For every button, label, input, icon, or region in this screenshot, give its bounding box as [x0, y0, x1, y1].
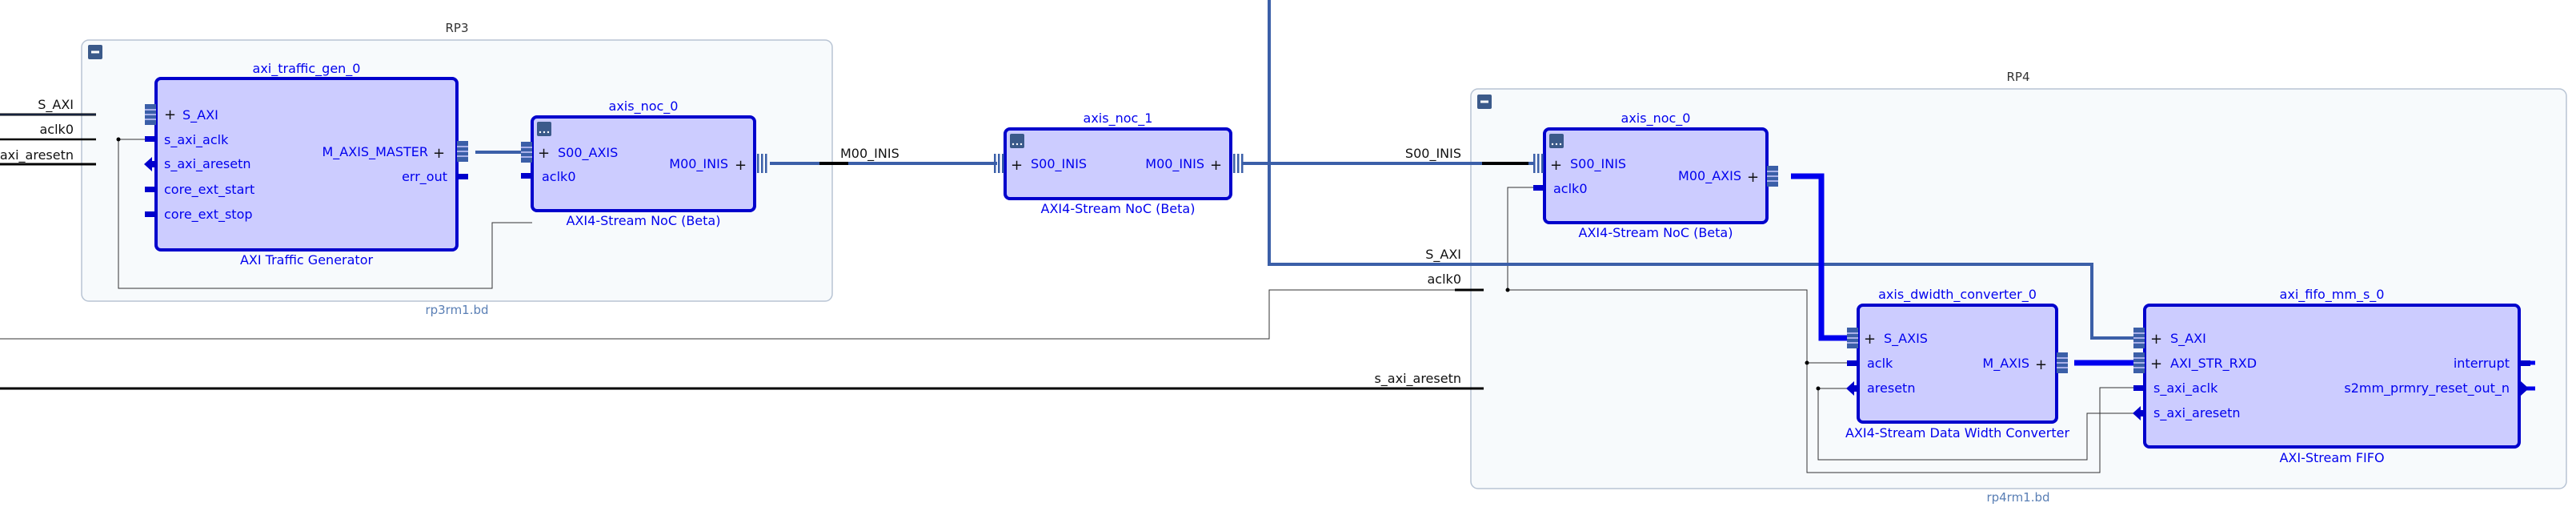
port-label: M00_INIS: [669, 156, 728, 172]
pin[interactable]: [145, 187, 156, 192]
block-instance-name: axis_noc_0: [609, 99, 679, 115]
junction-dots: [116, 137, 1821, 391]
port-label: aclk0: [1553, 181, 1588, 196]
pin[interactable]: [2133, 385, 2145, 391]
plus-icon[interactable]: +: [1550, 157, 1562, 174]
block-instance-name: axi_traffic_gen_0: [253, 61, 361, 77]
port-label: aclk: [1867, 356, 1893, 371]
port-label: S_AXIS: [1884, 331, 1928, 347]
plus-icon[interactable]: +: [735, 157, 747, 174]
block-axi-traffic-gen[interactable]: axi_traffic_gen_0 AXI Traffic Generator …: [144, 61, 468, 268]
port-label: M00_AXIS: [1678, 168, 1741, 184]
reset-pin[interactable]: [2133, 406, 2141, 420]
pin[interactable]: [2519, 360, 2530, 366]
net-label-aclk0-rp4: aclk0: [1428, 272, 1462, 287]
noc-port-icon: [1533, 154, 1544, 173]
block-settings-icon[interactable]: [1010, 134, 1024, 148]
port-label: aclk0: [542, 169, 576, 184]
plus-icon[interactable]: +: [2150, 356, 2162, 372]
port-label: S00_INIS: [1570, 156, 1626, 172]
hierarchy-rp3-title: RP3: [445, 21, 468, 35]
block-instance-name: axi_fifo_mm_s_0: [2280, 287, 2385, 303]
block-type-label: AXI4-Stream NoC (Beta): [1579, 225, 1733, 240]
net-label-aresetn-rp3: axi_aresetn: [0, 147, 74, 163]
net-label-s00-inis: S00_INIS: [1405, 146, 1461, 162]
port-label: M_AXIS_MASTER: [323, 144, 429, 160]
wires: [0, 0, 2535, 473]
hierarchy-rp3-file: rp3rm1.bd: [425, 303, 488, 317]
minus-icon[interactable]: [88, 45, 102, 59]
bus-interface-icon: [457, 141, 468, 162]
hierarchy-rp4-file: rp4rm1.bd: [1986, 490, 2049, 505]
block-axis-noc-rp4[interactable]: axis_noc_0 AXI4-Stream NoC (Beta) + S00_…: [1533, 111, 1778, 240]
block-type-label: AXI-Stream FIFO: [2279, 450, 2384, 465]
bus-interface-icon: [1847, 328, 1858, 348]
net-label-s-axi-rp3: S_AXI: [38, 97, 74, 113]
pin[interactable]: [145, 136, 156, 142]
pin[interactable]: [145, 211, 156, 217]
block-type-label: AXI4-Stream NoC (Beta): [567, 213, 721, 228]
port-label: core_ext_start: [164, 182, 254, 198]
plus-icon[interactable]: +: [1864, 331, 1876, 348]
net-label-m00-inis: M00_INIS: [840, 146, 899, 162]
net-label-s-axi-rp4: S_AXI: [1425, 247, 1461, 263]
bus-interface-icon: [145, 104, 156, 125]
reset-pin[interactable]: [144, 157, 152, 171]
noc-port-icon: [757, 154, 767, 173]
plus-icon[interactable]: +: [538, 145, 550, 162]
bus-interface-icon: [2133, 328, 2145, 348]
port-label: aresetn: [1867, 380, 1915, 396]
block-axis-dwidth-converter[interactable]: axis_dwidth_converter_0 AXI4-Stream Data…: [1845, 287, 2070, 441]
bus-interface-icon: [521, 142, 532, 163]
pin[interactable]: [1533, 185, 1544, 191]
block-axis-noc-1[interactable]: axis_noc_1 AXI4-Stream NoC (Beta) + S00_…: [994, 111, 1244, 216]
port-label: interrupt: [2454, 356, 2510, 371]
port-label: AXI_STR_RXD: [2170, 356, 2257, 372]
block-type-label: AXI4-Stream NoC (Beta): [1041, 201, 1196, 216]
block-settings-icon[interactable]: [537, 122, 551, 136]
plus-icon[interactable]: +: [164, 107, 176, 123]
bus-interface-icon: [1767, 166, 1778, 187]
block-axi-fifo[interactable]: axi_fifo_mm_s_0 AXI-Stream FIFO + S_AXI …: [2133, 287, 2530, 465]
plus-icon[interactable]: +: [2150, 331, 2162, 348]
reset-pin[interactable]: [1846, 381, 1854, 396]
plus-icon[interactable]: +: [2035, 356, 2047, 373]
net-label-aclk0-rp3: aclk0: [40, 122, 74, 137]
port-label: s_axi_aclk: [164, 132, 229, 148]
block-instance-name: axis_noc_0: [1621, 111, 1691, 127]
pin[interactable]: [457, 174, 468, 179]
plus-icon[interactable]: +: [1011, 157, 1023, 174]
minus-icon[interactable]: [1477, 95, 1492, 109]
plus-icon[interactable]: +: [1747, 169, 1759, 186]
port-label: S00_INIS: [1031, 156, 1087, 172]
port-label: s2mm_prmry_reset_out_n: [2344, 380, 2510, 396]
pin[interactable]: [1847, 360, 1858, 366]
port-label: s_axi_aresetn: [2153, 405, 2241, 421]
plus-icon[interactable]: +: [433, 145, 445, 162]
port-label: M00_INIS: [1145, 156, 1204, 172]
noc-port-icon: [1233, 154, 1244, 173]
noc-port-icon: [994, 154, 1004, 173]
port-label: err_out: [402, 169, 447, 185]
port-label: S00_AXIS: [558, 145, 618, 161]
hierarchy-rp4-title: RP4: [2006, 70, 2029, 84]
net-labels: S_AXI aclk0 axi_aresetn M00_INIS S00_INI…: [0, 97, 1461, 387]
block-instance-name: axis_dwidth_converter_0: [1878, 287, 2037, 303]
port-label: s_axi_aclk: [2153, 380, 2218, 396]
port-label: S_AXI: [2170, 331, 2206, 347]
bus-interface-icon: [2057, 352, 2068, 373]
block-type-label: AXI Traffic Generator: [240, 252, 374, 268]
pin[interactable]: [521, 173, 532, 179]
net-label-aresetn-rp4: s_axi_aresetn: [1374, 371, 1461, 387]
port-label: s_axi_aresetn: [164, 156, 251, 172]
port-label: M_AXIS: [1982, 356, 2029, 372]
block-axis-noc-rp3[interactable]: axis_noc_0 AXI4-Stream NoC (Beta) + S00_…: [521, 99, 767, 228]
block-type-label: AXI4-Stream Data Width Converter: [1845, 425, 2070, 441]
port-label: core_ext_stop: [164, 207, 253, 223]
block-settings-icon[interactable]: [1549, 134, 1564, 148]
plus-icon[interactable]: +: [1210, 157, 1222, 174]
block-instance-name: axis_noc_1: [1084, 111, 1153, 127]
port-label: S_AXI: [182, 107, 218, 123]
bus-interface-icon: [2133, 352, 2145, 373]
